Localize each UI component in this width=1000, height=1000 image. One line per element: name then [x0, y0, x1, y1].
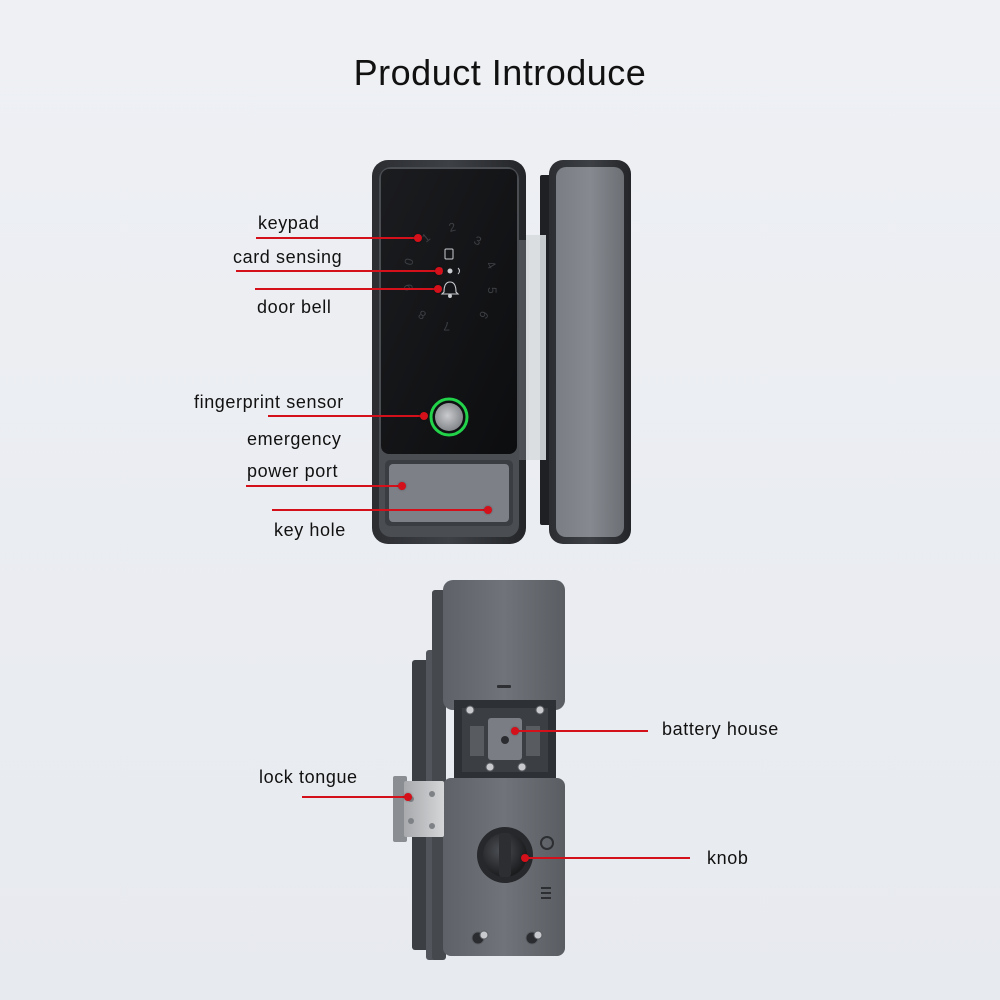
- page-title: Product Introduce: [353, 52, 647, 93]
- screw-icon: [465, 705, 545, 945]
- callout-fingerprint-line: [268, 415, 424, 417]
- lock-tongue: [393, 776, 444, 842]
- callout-card-sensing-label: card sensing: [233, 247, 343, 267]
- callout-power-port-dot: [398, 482, 406, 490]
- callout-keypad-dot: [414, 234, 422, 242]
- callout-card-sensing-dot: [435, 267, 443, 275]
- callout-key-hole-line: [272, 509, 488, 511]
- callout-battery-house-line: [515, 730, 648, 732]
- callout-fingerprint-dot: [420, 412, 428, 420]
- callout-lock-tongue-line: [302, 796, 408, 798]
- access-cover: [385, 460, 513, 526]
- callout-power-port-label: power port: [247, 461, 339, 481]
- fingerprint-icon: [429, 397, 469, 437]
- callout-power-port-line: [246, 485, 402, 487]
- key-9: 9: [401, 283, 416, 292]
- callout-knob-line: [525, 857, 690, 859]
- callout-key-hole-dot: [484, 506, 492, 514]
- callout-door-bell-dot: [434, 285, 442, 293]
- rear-lock-body: [412, 580, 565, 960]
- key-0: 0: [401, 256, 416, 266]
- callout-door-bell-line: [255, 288, 437, 290]
- callout-card-sensing-line: [236, 270, 438, 272]
- callout-door-bell-label: door bell: [257, 297, 332, 317]
- callout-lock-tongue-label: lock tongue: [259, 767, 358, 787]
- callout-fingerprint-label: fingerprint sensor: [194, 392, 344, 412]
- key-7: 7: [443, 319, 450, 333]
- callout-lock-tongue-dot: [404, 793, 412, 801]
- callout-emergency-label: emergency: [247, 429, 342, 449]
- bell-icon: [440, 281, 460, 298]
- callout-key-hole-label: key hole: [274, 520, 346, 540]
- callout-keypad-line: [256, 237, 418, 239]
- key-2: 2: [447, 220, 457, 235]
- callout-keypad-label: keypad: [258, 213, 320, 233]
- callout-knob-label: knob: [707, 848, 749, 868]
- key-5: 5: [485, 287, 499, 294]
- front-lock-panel: [372, 160, 529, 544]
- side-strike-plate: [526, 160, 631, 544]
- callout-battery-house-label: battery house: [662, 719, 779, 739]
